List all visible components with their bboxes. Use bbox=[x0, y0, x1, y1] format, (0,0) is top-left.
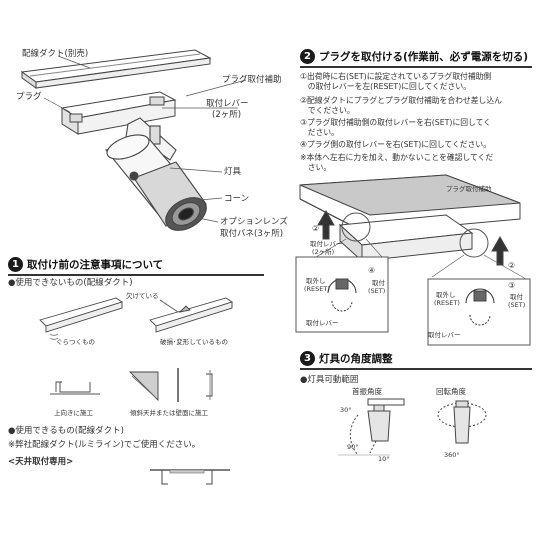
detail-left-set-sub: (SET) bbox=[368, 287, 386, 295]
plug-label: プラグ bbox=[16, 92, 42, 102]
step-line: ①出荷時に右(SET)に設定されているプラグ取付補助側 bbox=[300, 72, 492, 81]
detail-right-set: 取付 bbox=[510, 293, 523, 301]
step-line: の取付レバーを左(RESET)に回してください。 bbox=[300, 82, 471, 91]
s2-plug-aux-label: プラグ取付補助 bbox=[446, 185, 492, 193]
step-line: でください。 bbox=[300, 106, 355, 115]
detail-left-step: ④ bbox=[368, 266, 376, 275]
angle-360-label: 360° bbox=[444, 451, 460, 459]
arrow-left-number: ② bbox=[312, 224, 320, 233]
section3-header: 3 灯具の角度調整 bbox=[300, 350, 393, 367]
detail-right-reset: 取外し bbox=[436, 291, 456, 299]
section3-underline bbox=[300, 368, 532, 370]
section1-underline bbox=[8, 274, 264, 276]
section1-number: 1 bbox=[8, 257, 23, 272]
section2-title: プラグを取付ける(作業前、必ず電源を切る) bbox=[319, 51, 529, 63]
arrow-right-number: ② bbox=[508, 261, 516, 270]
step-line: ※本体へ左右に力を加え、動かないことを確認してくだ bbox=[300, 153, 494, 162]
usable-note: ※弊社配線ダクト(ルミライン)でご使用ください。 bbox=[8, 440, 201, 450]
step-line: ださい。 bbox=[300, 128, 339, 137]
section3-number: 3 bbox=[300, 351, 315, 366]
duct-label: 配線ダクト(別売) bbox=[22, 49, 89, 59]
fixture-diagram: 配線ダクト(別売) プラグ取付補助 プラグ 取付レバー (2ヶ所) 灯具 コーン… bbox=[0, 0, 300, 250]
fixture-illustration bbox=[20, 49, 247, 231]
lever-label: 取付レバー bbox=[206, 99, 249, 109]
unusable-duct-illustrations bbox=[39, 297, 234, 402]
spring-label: 取付バネ(3ヶ所) bbox=[220, 229, 284, 239]
detail-right-reset-sub: (RESET) bbox=[434, 299, 460, 307]
plug-install-illustration bbox=[295, 174, 531, 346]
fixture-label: 灯具 bbox=[224, 167, 242, 177]
tilt-label: 首振角度 bbox=[352, 387, 382, 396]
usable-duct-illustration bbox=[150, 469, 230, 485]
angle-90-label: 90° bbox=[347, 443, 359, 451]
ceiling-only-label: <天井取付専用> bbox=[8, 457, 74, 467]
unusable-heading: ●使用できないもの(配線ダクト) bbox=[8, 278, 133, 288]
step-line: ②配線ダクトにプラグとプラグ取付補助を合わせ差し込ん bbox=[300, 96, 502, 105]
section2-number: 2 bbox=[300, 49, 315, 64]
step-line: さい。 bbox=[300, 163, 332, 172]
upward-label: 上向きに施工 bbox=[54, 409, 93, 417]
detail-right-lever: 取付レバー bbox=[428, 331, 461, 339]
missing-label: 欠けている bbox=[126, 292, 159, 300]
loose-label: ぐらつくもの bbox=[56, 338, 95, 346]
lever-count-label: (2ヶ所) bbox=[212, 110, 242, 120]
usable-heading: ●使用できるもの(配線ダクト) bbox=[8, 426, 124, 436]
angle-30-label: 30° bbox=[340, 406, 352, 414]
detail-left-set: 取付 bbox=[372, 279, 385, 287]
cone-label: コーン bbox=[224, 194, 250, 204]
section2-header: 2 プラグを取付ける(作業前、必ず電源を切る) bbox=[300, 48, 528, 65]
detail-left-reset-sub: (RESET) bbox=[304, 285, 330, 293]
section1-header: 1 取付け前の注意事項について bbox=[8, 256, 163, 273]
rotate-label: 回転角度 bbox=[436, 387, 466, 396]
slanted-label: 傾斜天井または壁面に施工 bbox=[130, 409, 208, 417]
section1-title: 取付け前の注意事項について bbox=[27, 259, 164, 271]
angle-10-label: 10° bbox=[378, 455, 390, 463]
s2-lever-count-label: (2ヶ所) bbox=[312, 248, 335, 256]
range-heading: ●灯具可動範囲 bbox=[300, 375, 359, 385]
section2-underline bbox=[300, 66, 532, 68]
step-line: ③プラグ取付補助側の取付レバーを右(SET)に回してく bbox=[300, 118, 491, 127]
step-line: ④プラグ側の取付レバーを右(SET)に回してください。 bbox=[300, 140, 491, 149]
option-lens-label: オプションレンズ bbox=[220, 217, 288, 227]
detail-right-step: ③ bbox=[508, 281, 516, 290]
detail-right-set-sub: (SET) bbox=[508, 301, 526, 309]
section3-title: 灯具の角度調整 bbox=[319, 353, 393, 365]
plug-aux-label: プラグ取付補助 bbox=[222, 75, 282, 85]
damaged-label: 破損･変形しているもの bbox=[160, 338, 229, 346]
detail-left-lever: 取付レバー bbox=[306, 319, 339, 327]
s2-lever-label: 取付レバー bbox=[310, 240, 343, 248]
angle-illustration bbox=[338, 398, 487, 456]
detail-left-reset: 取外し bbox=[306, 277, 326, 285]
